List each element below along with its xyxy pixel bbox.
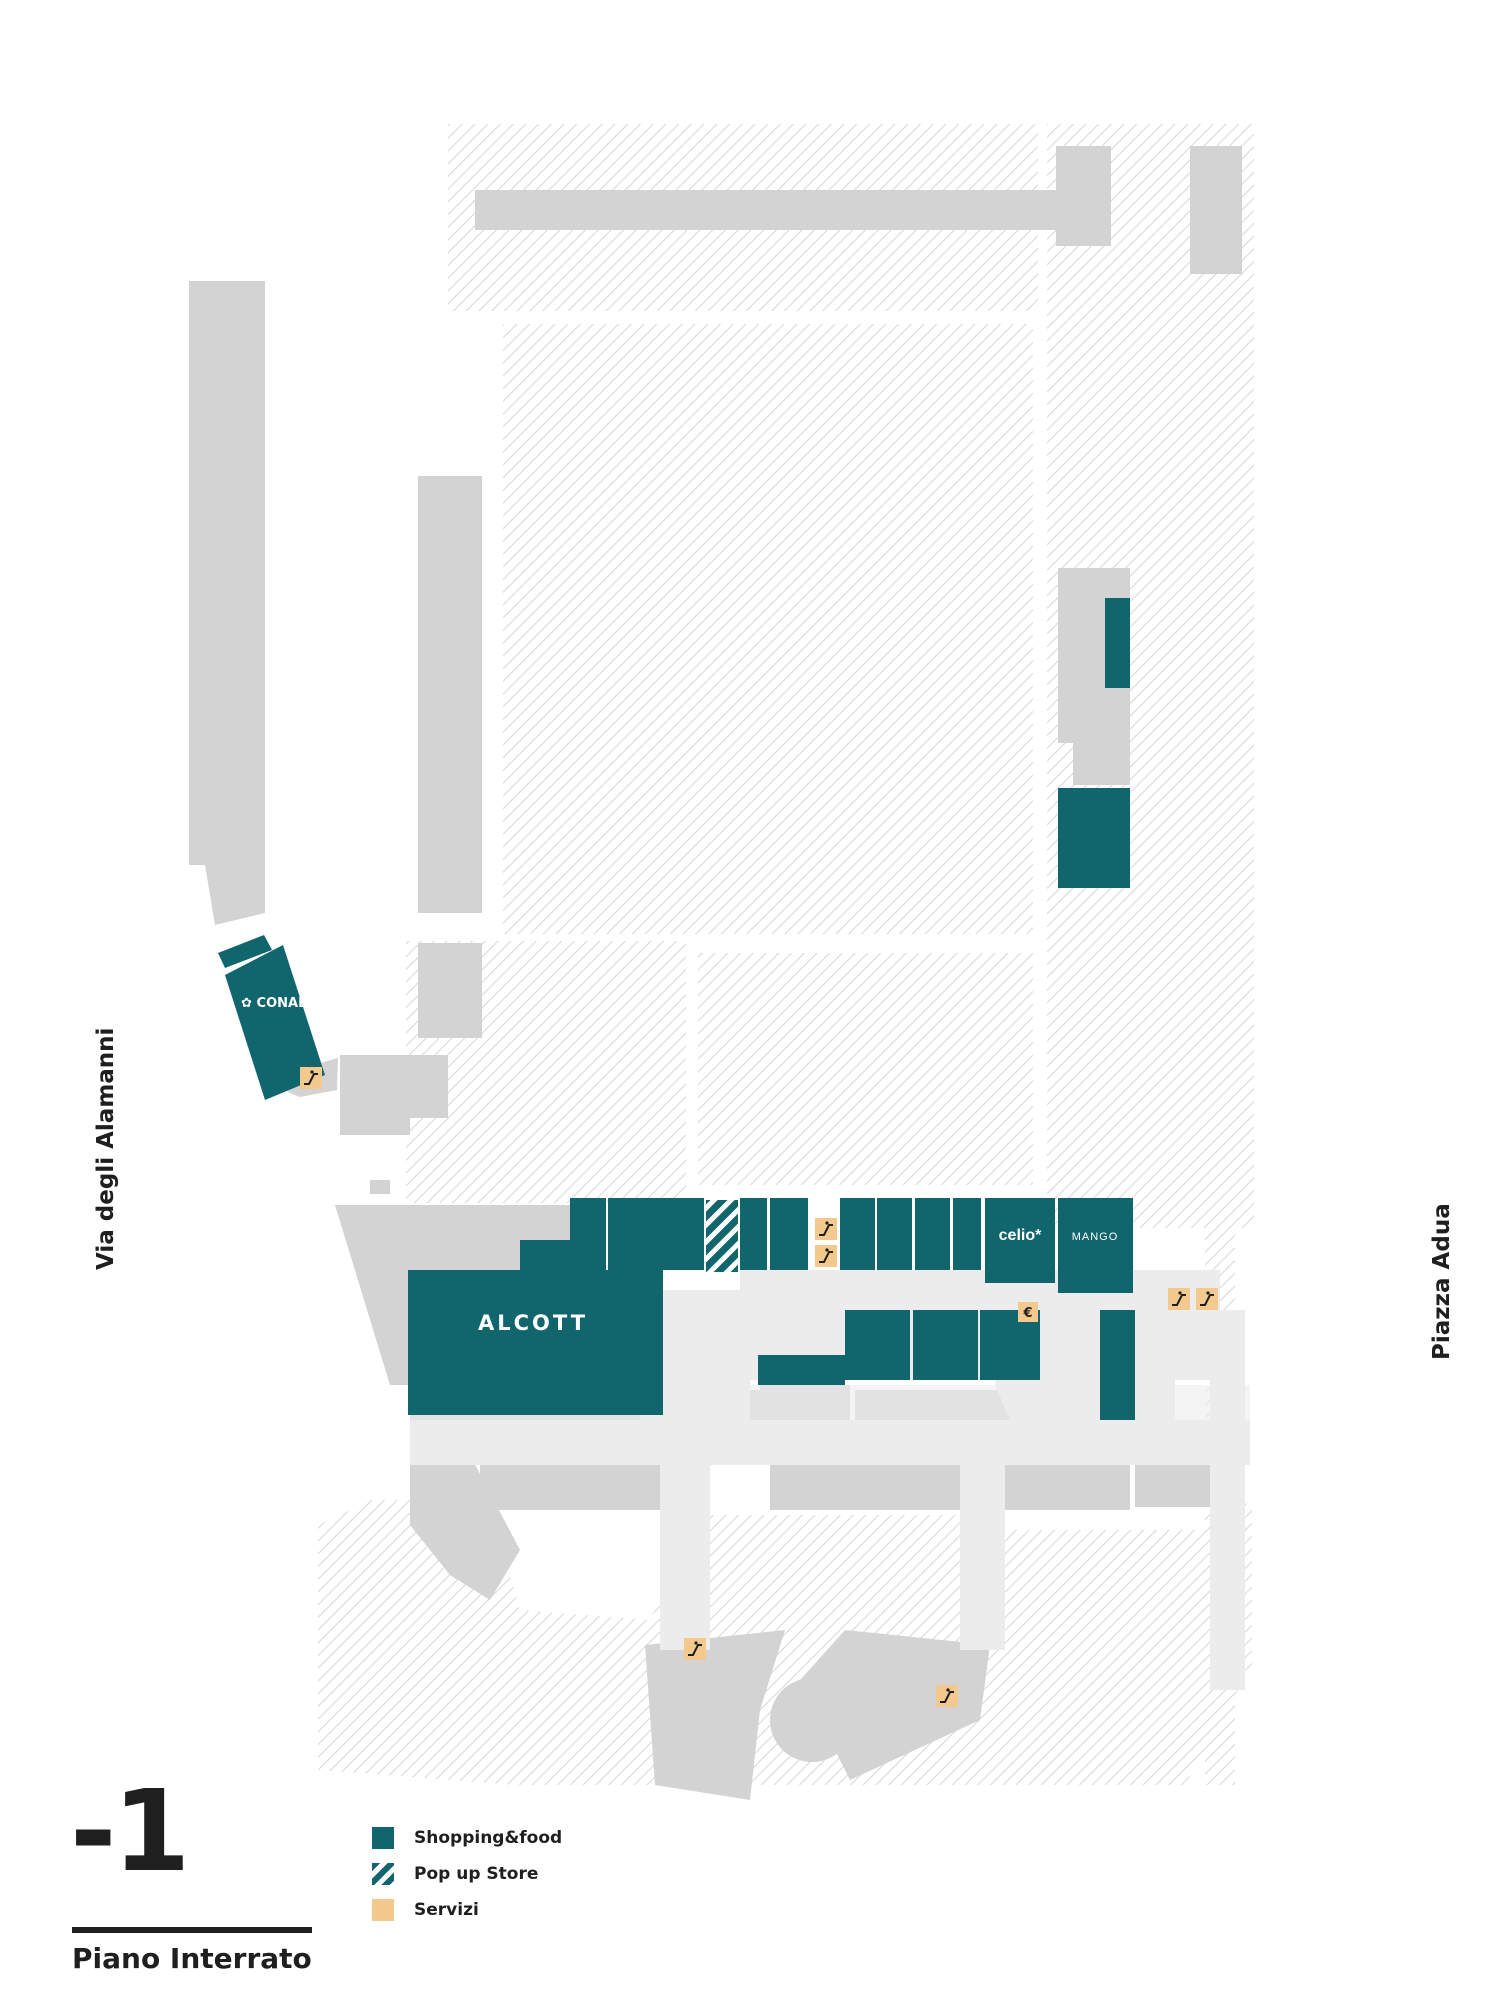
atm-service <box>1018 1302 1038 1322</box>
outdoor-areas <box>318 124 1254 1785</box>
popup-store[interactable] <box>706 1200 738 1272</box>
floor-number: -1 <box>70 1767 190 1897</box>
floor-name: Piano Interrato <box>72 1942 312 1975</box>
shopping-units[interactable] <box>218 598 1135 1420</box>
floor-divider <box>72 1927 312 1933</box>
store-alcott: ALCOTT <box>478 1311 588 1335</box>
swatch-popup <box>372 1863 394 1885</box>
legend-item-shopping: Shopping&food <box>372 1820 562 1856</box>
legend: Shopping&food Pop up Store Servizi <box>372 1820 562 1928</box>
service-points[interactable]: € <box>299 1066 1219 1708</box>
store-conad: ✿ CONAD <box>241 996 309 1011</box>
atm-symbol: € <box>1022 1306 1032 1321</box>
street-piazza-adua: Piazza Adua <box>1429 1203 1455 1360</box>
legend-label: Servizi <box>414 1900 479 1920</box>
legend-label: Pop up Store <box>414 1864 539 1884</box>
legend-label: Shopping&food <box>414 1828 563 1848</box>
legend-item-servizi: Servizi <box>372 1892 562 1928</box>
store-celio: celio* <box>999 1227 1042 1244</box>
street-via-degli-alamanni: Via degli Alamanni <box>93 1028 119 1270</box>
store-mango: MANGO <box>1072 1231 1119 1243</box>
swatch-shopping <box>372 1827 394 1849</box>
swatch-servizi <box>372 1899 394 1921</box>
legend-item-popup: Pop up Store <box>372 1856 562 1892</box>
